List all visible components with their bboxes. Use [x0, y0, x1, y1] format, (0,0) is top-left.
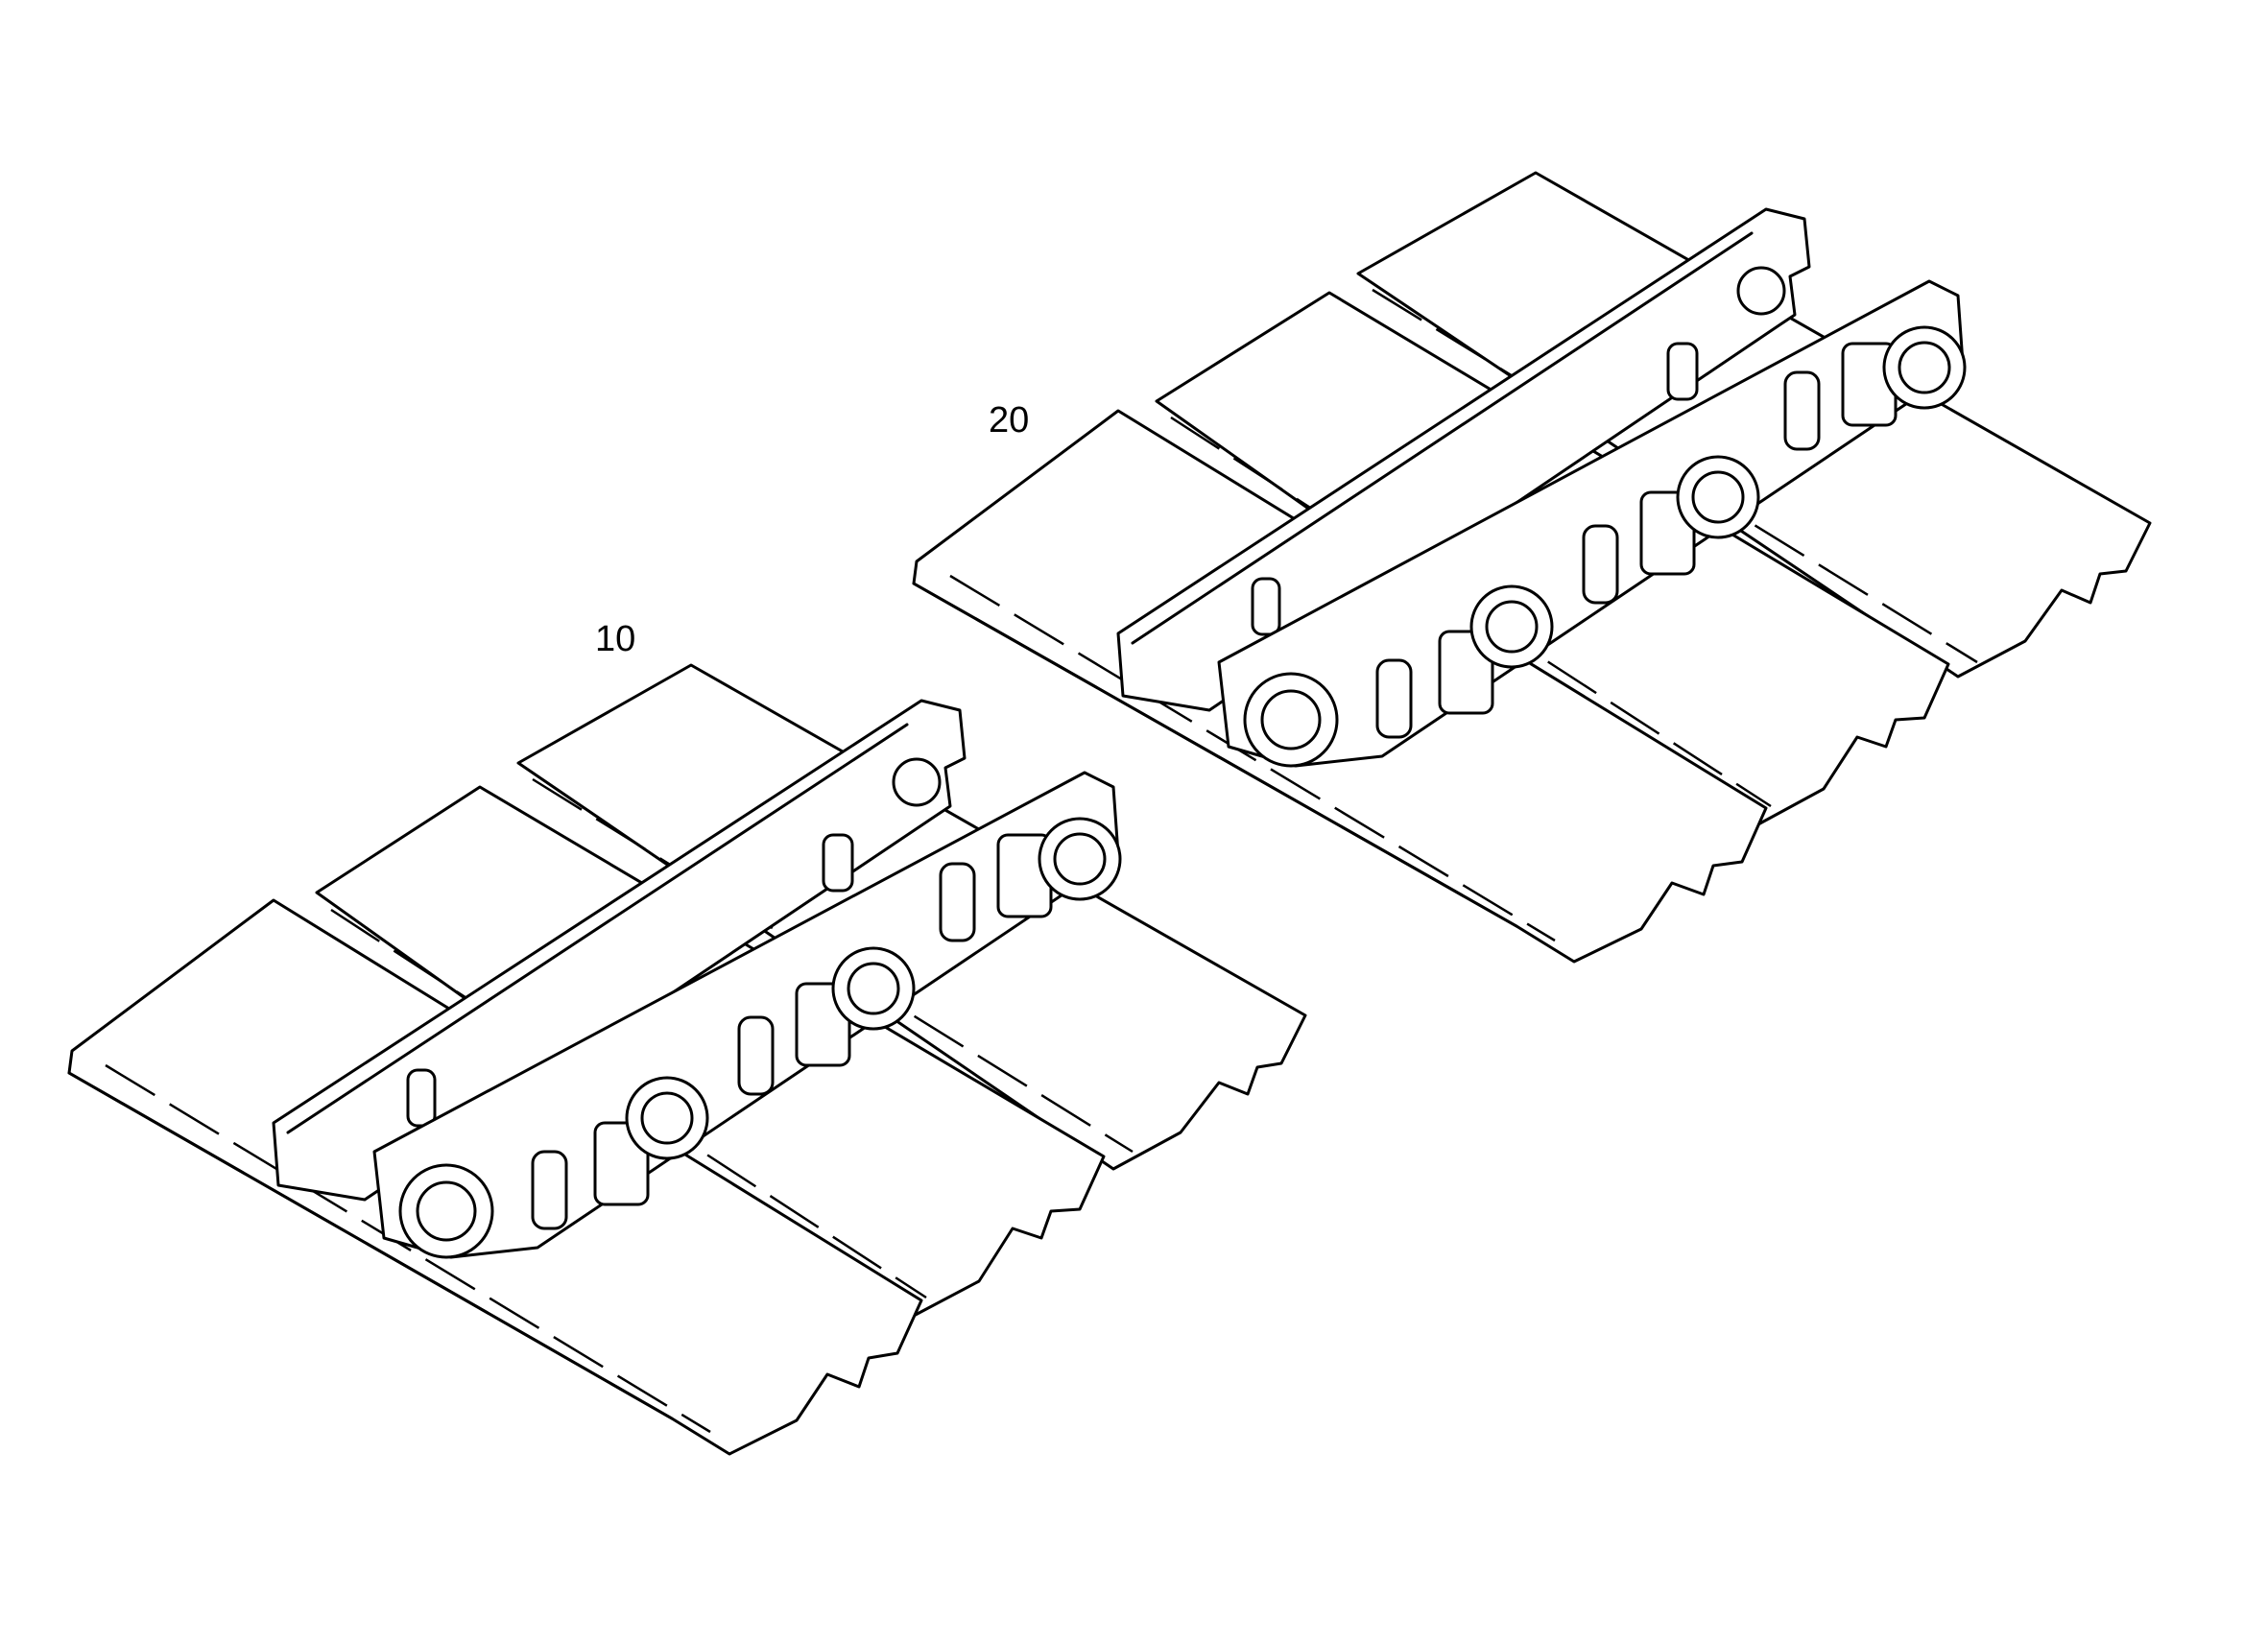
callout-label: 10 — [595, 619, 635, 659]
track-assembly-10: 10 — [67, 619, 1307, 1456]
link-window — [531, 1150, 568, 1230]
link-window — [737, 1015, 775, 1096]
track-link-rail-front — [372, 771, 1122, 1259]
pin-head — [1691, 470, 1745, 524]
pin-head — [892, 757, 942, 807]
link-window — [1582, 524, 1619, 605]
pin-head — [847, 962, 900, 1015]
track-link-rail-front — [1217, 279, 1967, 768]
link-window — [406, 1068, 437, 1128]
pin-head — [640, 1091, 694, 1145]
track-link-rail-rear — [272, 699, 967, 1202]
pin-head — [1736, 266, 1786, 316]
link-window — [939, 862, 976, 942]
pin-head — [1485, 600, 1539, 654]
pin-head — [1053, 832, 1107, 886]
track-link-rail-rear — [1116, 207, 1811, 712]
track-assembly-20: 20 — [912, 171, 2152, 964]
link-window — [1666, 342, 1699, 401]
pin-head — [1260, 689, 1322, 751]
pin-head — [416, 1180, 477, 1242]
link-window — [822, 833, 854, 893]
callout-label: 20 — [989, 400, 1029, 441]
link-window — [1375, 658, 1413, 739]
link-window — [1251, 577, 1281, 636]
link-window — [1783, 370, 1821, 451]
pin-head — [1898, 341, 1951, 394]
